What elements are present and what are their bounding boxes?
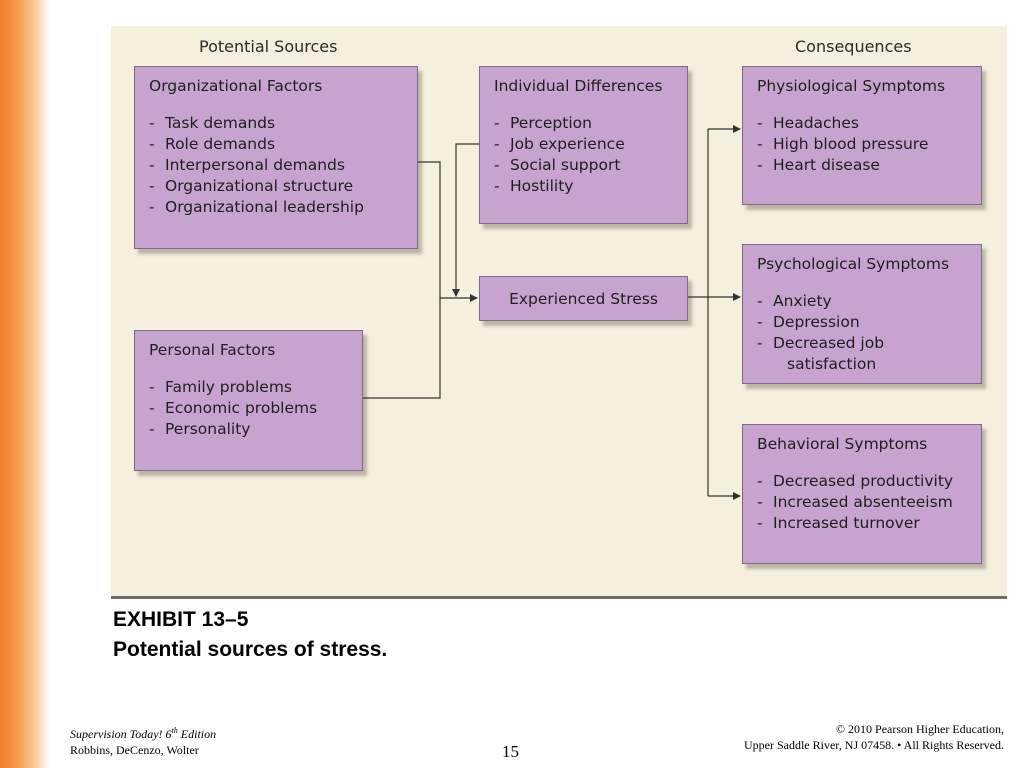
- list-item: -Task demands: [149, 114, 276, 132]
- footer-copyright: © 2010 Pearson Higher Education, Upper S…: [744, 721, 1004, 753]
- exhibit-number: EXHIBIT 13–5: [113, 608, 249, 631]
- list-item: -Heart disease: [757, 156, 880, 174]
- item-list: -Anxiety -Depression -Decreased job sati…: [757, 291, 967, 375]
- box-experienced-stress: Experienced Stress: [479, 276, 688, 321]
- list-item: -Organizational leadership: [149, 198, 364, 216]
- item-list: -Family problems -Economic problems -Per…: [149, 377, 348, 440]
- slide-accent-bar: [0, 0, 50, 768]
- list-item: -Decreased productivity: [757, 472, 954, 490]
- copyright-line-2: Upper Saddle River, NJ 07458. • All Righ…: [743, 738, 1004, 752]
- stress-label: Experienced Stress: [509, 289, 658, 308]
- box-title: Behavioral Symptoms: [757, 435, 928, 453]
- header-consequences: Consequences: [795, 37, 912, 56]
- list-item: -High blood pressure: [757, 135, 929, 153]
- box-organizational-factors: Organizational Factors -Task demands -Ro…: [134, 66, 418, 249]
- box-individual-differences: Individual Differences -Perception -Job …: [479, 66, 688, 224]
- page-number: 15: [502, 742, 519, 761]
- box-title: Personal Factors: [149, 341, 276, 359]
- list-item: -Personality: [149, 420, 251, 438]
- box-physiological-symptoms: Physiological Symptoms -Headaches -High …: [742, 66, 982, 205]
- list-item: -Hostility: [494, 177, 574, 195]
- box-psychological-symptoms: Psychological Symptoms -Anxiety -Depress…: [742, 244, 982, 384]
- item-list: -Perception -Job experience -Social supp…: [494, 113, 673, 197]
- box-title: Physiological Symptoms: [757, 77, 946, 95]
- book-authors: Robbins, DeCenzo, Wolter: [70, 743, 199, 757]
- box-title: Individual Differences: [494, 77, 663, 95]
- list-item: -Organizational structure: [149, 177, 354, 195]
- list-item-continuation: satisfaction: [787, 355, 877, 373]
- list-item: -Family problems: [149, 378, 293, 396]
- exhibit-title: Potential sources of stress.: [113, 638, 388, 661]
- list-item: -Anxiety: [757, 292, 832, 310]
- item-list: -Task demands -Role demands -Interperson…: [149, 113, 403, 218]
- list-item: -Perception: [494, 114, 592, 132]
- list-item: -Increased absenteeism: [757, 493, 953, 511]
- list-item: -Job experience: [494, 135, 625, 153]
- list-item: -Decreased job satisfaction: [757, 333, 967, 375]
- list-item: -Depression: [757, 313, 860, 331]
- copyright-line-1: © 2010 Pearson Higher Education,: [835, 722, 1004, 736]
- box-title: Organizational Factors: [149, 77, 323, 95]
- header-potential-sources: Potential Sources: [199, 37, 338, 56]
- exhibit-caption: EXHIBIT 13–5 Potential sources of stress…: [113, 605, 387, 665]
- book-title: Supervision Today! 6th Edition: [70, 726, 217, 741]
- footer-book-info: Supervision Today! 6th Edition Robbins, …: [70, 723, 216, 758]
- list-item: -Interpersonal demands: [149, 156, 345, 174]
- list-item: -Role demands: [149, 135, 276, 153]
- item-list: -Headaches -High blood pressure -Heart d…: [757, 113, 967, 176]
- list-item: -Headaches: [757, 114, 859, 132]
- item-list: -Decreased productivity -Increased absen…: [757, 471, 967, 534]
- list-item: -Economic problems: [149, 399, 318, 417]
- box-personal-factors: Personal Factors -Family problems -Econo…: [134, 330, 363, 471]
- box-behavioral-symptoms: Behavioral Symptoms -Decreased productiv…: [742, 424, 982, 564]
- box-title: Psychological Symptoms: [757, 255, 950, 273]
- list-item: -Social support: [494, 156, 621, 174]
- list-item: -Increased turnover: [757, 514, 920, 532]
